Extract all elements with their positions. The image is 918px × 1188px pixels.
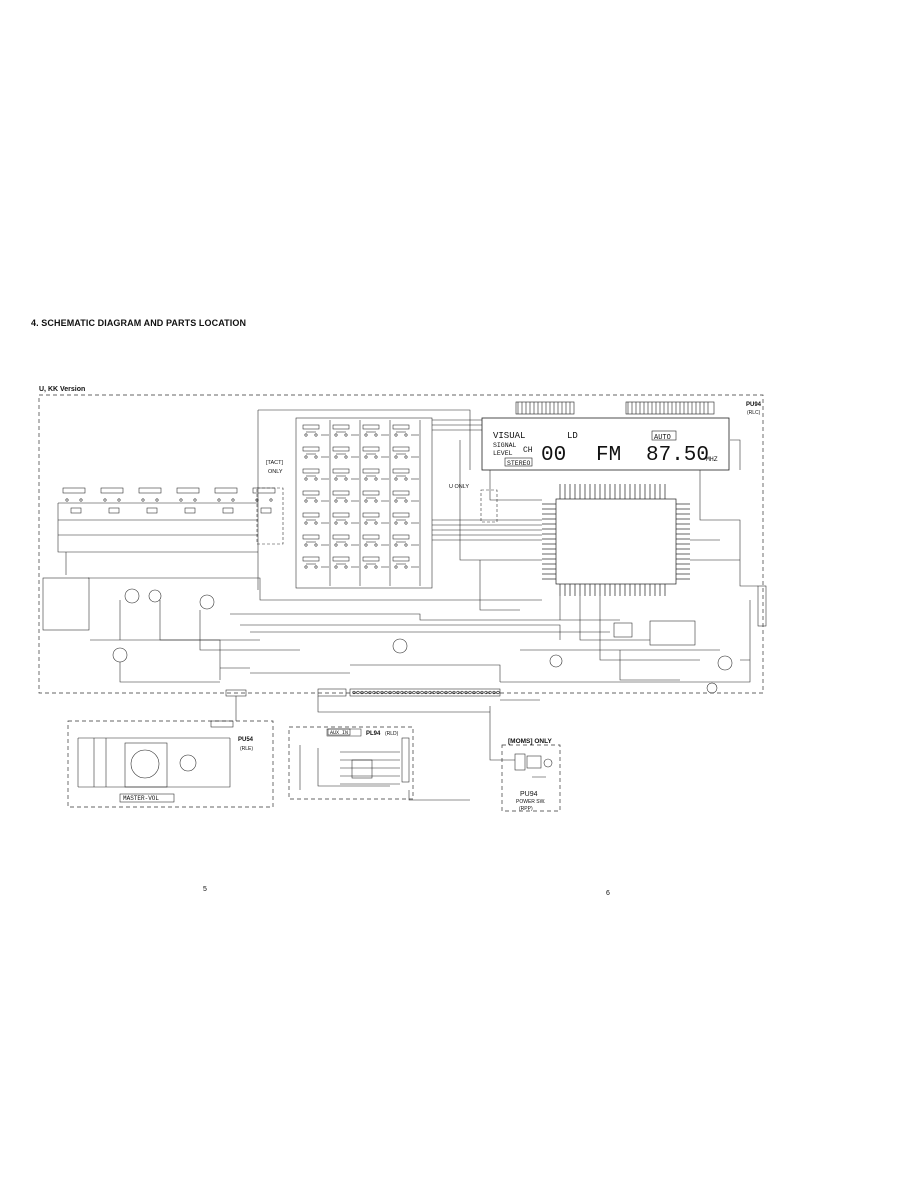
moms-board-outline (501, 744, 561, 812)
left-key-row (57, 487, 276, 553)
pu54-board-outline (67, 720, 274, 808)
pl94-sub: (RLD) (385, 731, 399, 737)
display-visual: VISUAL (493, 431, 525, 441)
vfd-display: VISUAL LD AUTO SIGNAL LEVEL CH 00 FM 87.… (481, 417, 730, 471)
section-title: 4. SCHEMATIC DIAGRAM AND PARTS LOCATION (31, 318, 247, 328)
display-ch: CH (523, 446, 533, 455)
display-ld: LD (567, 431, 578, 441)
digit-module (613, 620, 696, 646)
moms-board-name: PU94 (520, 791, 538, 798)
aux-in-label: AUX IN (330, 730, 348, 736)
pu54-sub: (RLE) (240, 746, 253, 752)
display-signal: SIGNAL (493, 442, 517, 449)
tact-note-line1: [TACT] (266, 460, 283, 466)
main-board-sub: (RLC) (747, 410, 761, 416)
page-number-right: 6 (606, 890, 610, 897)
tact-note-line2: ONLY (268, 469, 283, 475)
main-ic (542, 484, 690, 596)
main-board-name: PU94 (746, 402, 762, 408)
display-unit: MHZ (706, 456, 718, 463)
display-level: LEVEL (493, 450, 513, 457)
tact-box (256, 487, 284, 545)
pl94-board-outline (288, 726, 414, 800)
pu54-name: PU54 (238, 737, 254, 743)
moms-board-line2: POWER SW. (516, 799, 545, 805)
pl94-name: PL94 (366, 731, 381, 737)
moms-circuit (489, 706, 553, 778)
top-connector-strip (515, 401, 715, 415)
pl94-circuit (299, 728, 470, 801)
display-frequency: 87.50 (646, 444, 709, 467)
moms-board-line3: (RPP) (519, 806, 533, 812)
version-label: U, KK Version (39, 386, 86, 393)
key-matrix (295, 417, 433, 589)
right-connector (757, 585, 767, 627)
u-only-note: U ONLY (449, 484, 469, 490)
display-channel-digits: 00 (541, 444, 566, 467)
moms-only-label: [MOMS] ONLY (508, 738, 552, 745)
display-band: FM (596, 444, 621, 467)
page-number-left: 5 (203, 886, 207, 893)
display-auto: AUTO (654, 434, 671, 442)
bottom-connector (349, 688, 501, 697)
wiring (65, 409, 758, 721)
tone-circuit (42, 577, 733, 694)
master-vol-label: MASTER-VOL (123, 795, 159, 802)
pu54-circuit (77, 720, 234, 803)
display-stereo: STEREO (507, 460, 531, 467)
